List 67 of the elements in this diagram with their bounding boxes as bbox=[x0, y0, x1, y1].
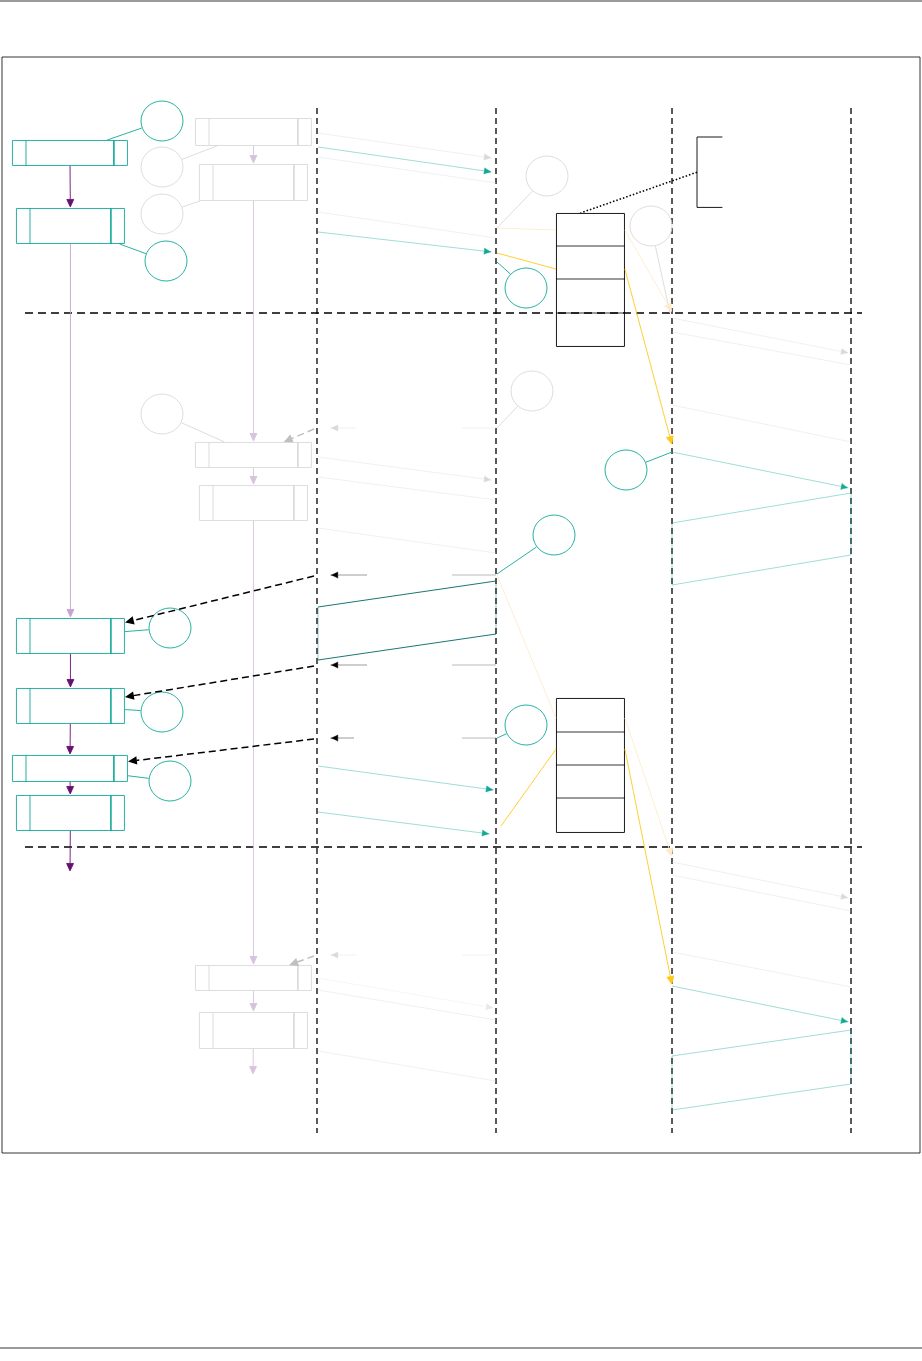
process-box bbox=[195, 964, 312, 992]
leader-line bbox=[118, 243, 147, 255]
leader-line bbox=[496, 190, 533, 229]
arrow bbox=[624, 717, 673, 857]
callout-circle bbox=[140, 146, 184, 188]
callout-circle bbox=[604, 449, 648, 491]
callout-circle bbox=[525, 155, 569, 197]
leader-line bbox=[106, 127, 143, 141]
callout-circle bbox=[148, 607, 192, 649]
process-box bbox=[195, 117, 312, 147]
process-box bbox=[12, 139, 128, 167]
process-box bbox=[16, 617, 125, 655]
leader-line bbox=[124, 629, 150, 633]
callout-circle bbox=[140, 100, 184, 142]
arrow bbox=[624, 748, 675, 985]
arrow bbox=[66, 830, 74, 872]
leader-line bbox=[127, 775, 150, 779]
callout-circle bbox=[510, 370, 554, 412]
arrow bbox=[249, 200, 258, 442]
leader-line bbox=[180, 422, 225, 443]
leader-line bbox=[645, 451, 673, 463]
leader-line bbox=[181, 145, 218, 160]
callout-circle bbox=[144, 240, 188, 282]
process-box bbox=[12, 754, 128, 783]
callout-circle bbox=[504, 704, 548, 746]
arrow bbox=[66, 781, 74, 795]
callout-circle bbox=[140, 193, 184, 235]
connector bbox=[579, 171, 698, 214]
process-box bbox=[16, 687, 125, 725]
process-box bbox=[195, 441, 312, 469]
arrow bbox=[66, 653, 75, 688]
connector bbox=[496, 227, 557, 231]
process-box bbox=[199, 1011, 308, 1050]
callout-circle bbox=[504, 267, 548, 309]
arrow bbox=[249, 990, 258, 1012]
arrow bbox=[125, 575, 315, 625]
arrow bbox=[249, 1048, 257, 1075]
leader-line bbox=[496, 546, 538, 575]
arrow bbox=[66, 243, 75, 618]
arrow bbox=[249, 145, 258, 164]
connector bbox=[496, 252, 557, 270]
callout-circle bbox=[140, 691, 184, 733]
process-box bbox=[199, 163, 308, 202]
leader-line bbox=[496, 261, 511, 275]
leader-line bbox=[124, 709, 142, 712]
register-table bbox=[555, 698, 626, 833]
callout-circle bbox=[629, 205, 673, 247]
register-table bbox=[555, 213, 626, 347]
connector bbox=[500, 748, 557, 827]
arrow bbox=[66, 723, 74, 755]
arrow bbox=[249, 467, 258, 485]
callout-circle bbox=[532, 514, 576, 556]
process-box bbox=[16, 207, 125, 245]
arrow bbox=[249, 520, 258, 965]
leader-line bbox=[181, 200, 201, 208]
leader-line bbox=[496, 733, 508, 739]
callout-circle bbox=[140, 393, 184, 435]
arrow bbox=[66, 165, 75, 208]
arrow bbox=[125, 665, 315, 700]
leader-line bbox=[496, 405, 519, 429]
process-box bbox=[16, 794, 125, 832]
callout-circle bbox=[148, 760, 192, 802]
leader-line bbox=[654, 245, 671, 314]
bracket bbox=[696, 136, 723, 208]
process-box bbox=[199, 484, 308, 522]
arrow bbox=[624, 229, 672, 312]
arrow bbox=[624, 268, 674, 445]
